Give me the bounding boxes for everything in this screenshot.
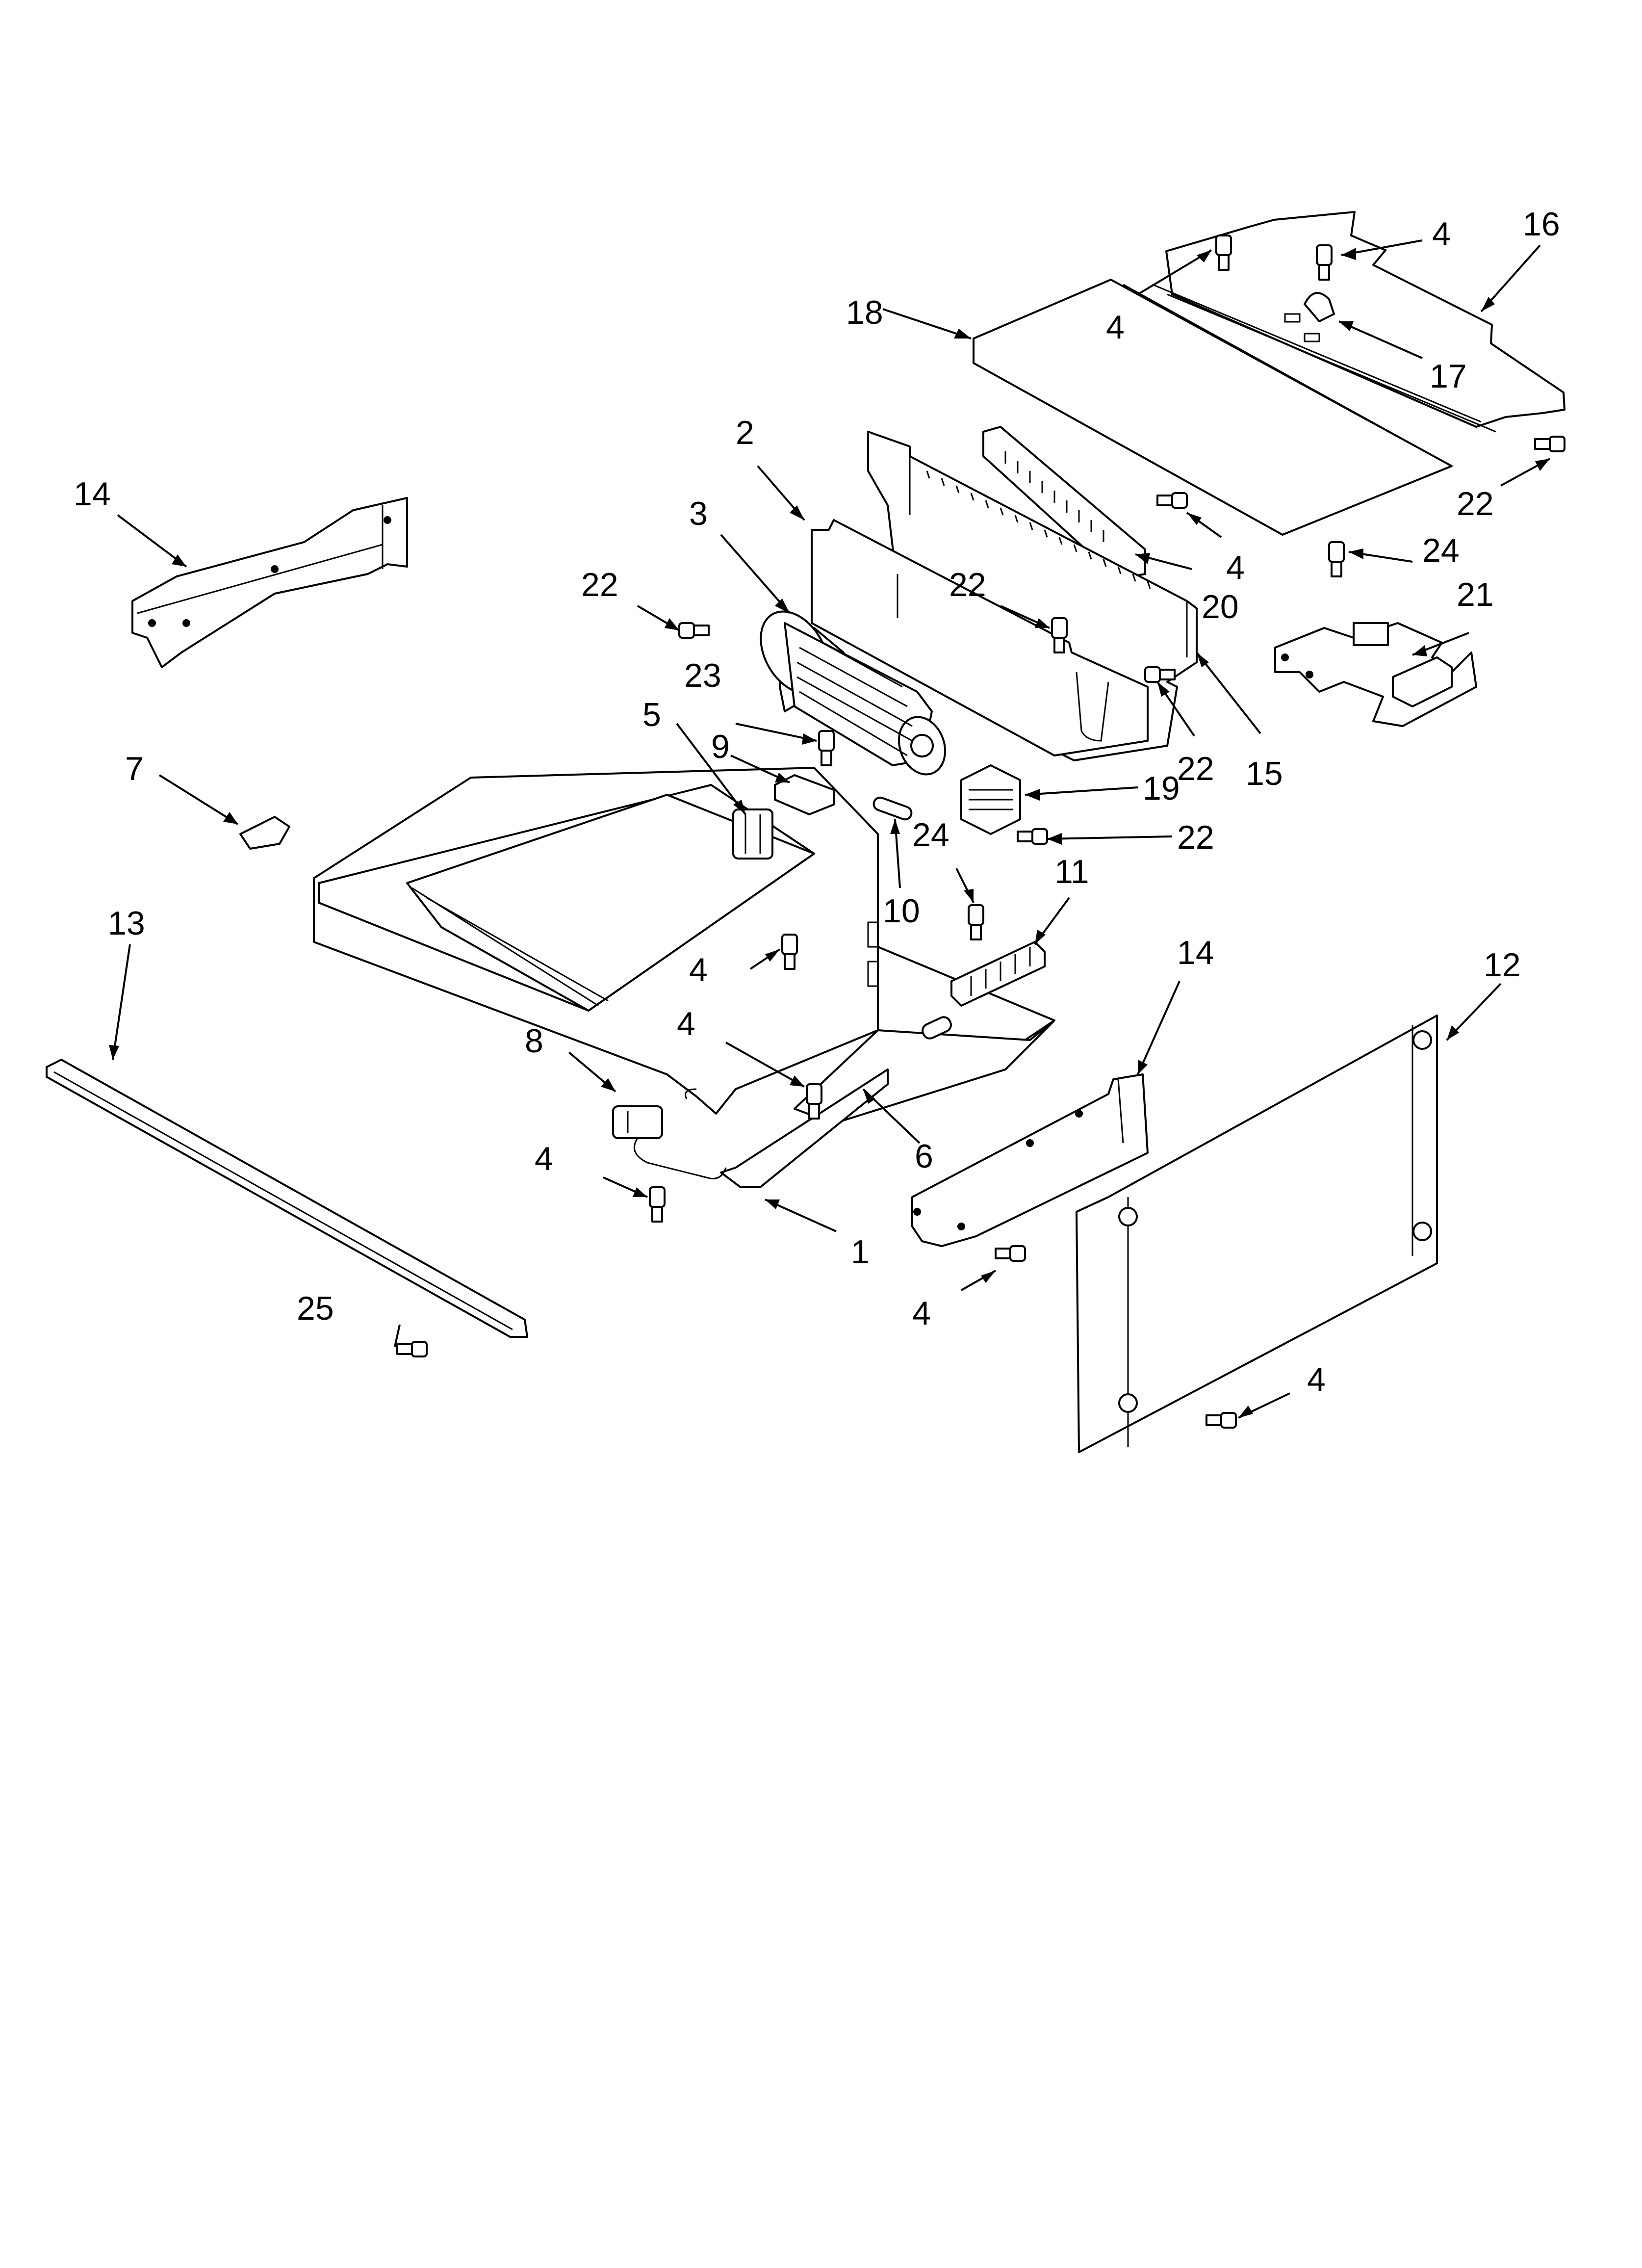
part-10-fuse [872, 796, 913, 821]
callout-4: 4 [689, 951, 708, 989]
part-13-front-trim [46, 1059, 528, 1338]
callout-22: 22 [1457, 485, 1494, 522]
part-20-long-bracket [982, 426, 1146, 580]
callout-22: 22 [1177, 750, 1214, 787]
callout-4: 4 [1432, 215, 1451, 253]
part-2-inner-bracket [811, 519, 1149, 756]
arrowheads [109, 248, 1550, 1418]
callout-20: 20 [1202, 588, 1239, 626]
callout-16: 16 [1523, 206, 1560, 243]
part-21-terminal-bracket [1274, 622, 1477, 727]
callout-23: 23 [684, 657, 721, 694]
callout-22: 22 [581, 566, 618, 603]
part-7-clip [239, 816, 290, 850]
callout-11: 11 [1054, 853, 1089, 890]
part-16-top-panel [1152, 211, 1565, 433]
callout-4: 4 [912, 1295, 931, 1332]
callout-9: 9 [711, 728, 730, 765]
part-18-cover-sheet [973, 279, 1453, 536]
callout-4: 4 [1226, 549, 1245, 586]
part-8-sensor [612, 1105, 663, 1139]
callout-2: 2 [736, 414, 754, 451]
part-1-support-bracket [633, 1069, 889, 1188]
leader-lines [112, 239, 1550, 1419]
part-11-terminal-block [950, 941, 1046, 1007]
callout-19: 19 [1143, 770, 1180, 807]
callout-10: 10 [883, 892, 920, 930]
callout-14: 14 [74, 475, 111, 513]
callout-12: 12 [1484, 946, 1521, 984]
callout-14: 14 [1177, 934, 1214, 971]
part-5-thermostat [732, 808, 773, 860]
part-19-relay [960, 764, 1021, 835]
callout-4: 4 [677, 1005, 695, 1043]
callout-6: 6 [915, 1138, 933, 1175]
callout-22: 22 [1177, 819, 1214, 856]
part-3-blower-fan [760, 610, 947, 776]
screws [396, 235, 1565, 1429]
callout-3: 3 [689, 495, 708, 532]
callout-4: 4 [1307, 1361, 1326, 1398]
part-12-side-panel [1076, 1015, 1438, 1453]
part-14-side-bracket-upper [131, 497, 408, 668]
part-17-clamp [1304, 292, 1335, 322]
callout-24: 24 [912, 816, 949, 854]
callout-4: 4 [1106, 309, 1125, 346]
callout-5: 5 [642, 696, 661, 733]
part-9-switch [774, 774, 835, 815]
callout-24: 24 [1422, 532, 1460, 569]
part-14-side-bracket-lower [911, 1073, 1149, 1247]
callout-labels: 16 4 4 18 17 22 2 14 3 4 24 20 21 22 22 … [74, 206, 1560, 1398]
callout-8: 8 [525, 1022, 543, 1060]
callout-18: 18 [846, 294, 883, 331]
callout-15: 15 [1246, 755, 1283, 792]
callout-17: 17 [1430, 358, 1467, 395]
callout-13: 13 [108, 905, 145, 942]
callout-1: 1 [851, 1233, 870, 1271]
callout-4: 4 [535, 1140, 553, 1177]
callout-7: 7 [125, 750, 144, 787]
callout-25: 25 [297, 1290, 334, 1327]
callout-22: 22 [949, 566, 986, 603]
callout-21: 21 [1457, 576, 1494, 613]
